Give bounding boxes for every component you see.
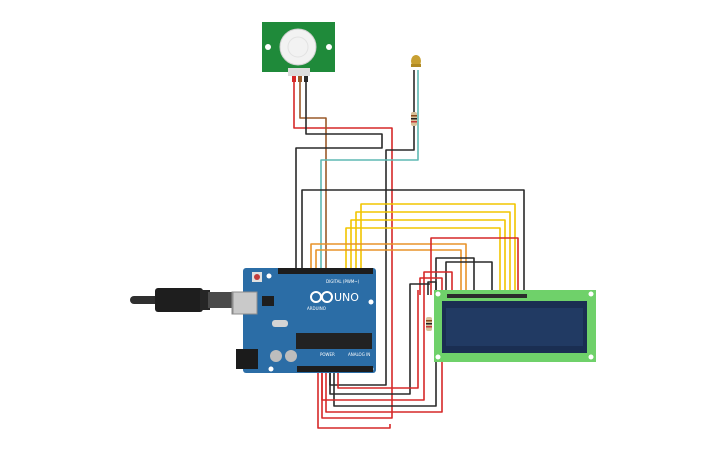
- wire-lcd-gnd-top[interactable]: [301, 189, 525, 295]
- wire-power-loop-1[interactable]: [317, 372, 391, 429]
- power-analog-header[interactable]: [297, 366, 373, 372]
- power-label: POWER: [320, 352, 335, 357]
- wire-power-loop-6[interactable]: [337, 290, 419, 389]
- board-brand-text: ARDUINO: [307, 306, 326, 311]
- wire-lcd-en[interactable]: [315, 249, 462, 295]
- arduino-logo-icon: [310, 291, 333, 303]
- wire-lcd-vcc[interactable]: [430, 237, 519, 295]
- wires: [293, 70, 525, 429]
- pir-dome: [279, 28, 317, 66]
- digital-header[interactable]: [278, 268, 373, 274]
- pir-motion-sensor[interactable]: [262, 22, 335, 82]
- lcd-screen: [446, 308, 583, 346]
- led-component[interactable]: [411, 55, 421, 67]
- wire-lcd-d7[interactable]: [360, 203, 516, 295]
- wire-pir-out[interactable]: [299, 78, 327, 268]
- resistor-lcd-backlight[interactable]: [426, 317, 432, 331]
- arduino-uno-board[interactable]: UNO ARDUINO DIGITAL (PWM~) POWER ANALOG …: [232, 268, 376, 373]
- wire-lcd-contrast[interactable]: [445, 261, 493, 295]
- wire-lcd-gnd-1[interactable]: [435, 257, 475, 295]
- lcd-pin-header[interactable]: [447, 294, 527, 298]
- wire-lcd-rs[interactable]: [310, 243, 467, 295]
- wire-pir-gnd[interactable]: [295, 78, 383, 268]
- digital-label: DIGITAL (PWM~): [326, 279, 360, 284]
- wire-lcd-d4[interactable]: [345, 227, 501, 295]
- board-logo-text: UNO: [334, 291, 359, 304]
- wire-power-loop-5[interactable]: [329, 283, 430, 395]
- wire-pir-vcc[interactable]: [293, 78, 393, 419]
- atmega-chip: [296, 333, 372, 349]
- reset-button[interactable]: [254, 274, 260, 280]
- wire-led-signal[interactable]: [320, 70, 419, 268]
- lcd-display[interactable]: [434, 290, 596, 362]
- analog-label: ANALOG IN: [348, 352, 370, 357]
- wire-power-loop-4[interactable]: [321, 271, 453, 401]
- resistor-led[interactable]: [411, 112, 417, 126]
- wire-lcd-d6[interactable]: [355, 211, 511, 295]
